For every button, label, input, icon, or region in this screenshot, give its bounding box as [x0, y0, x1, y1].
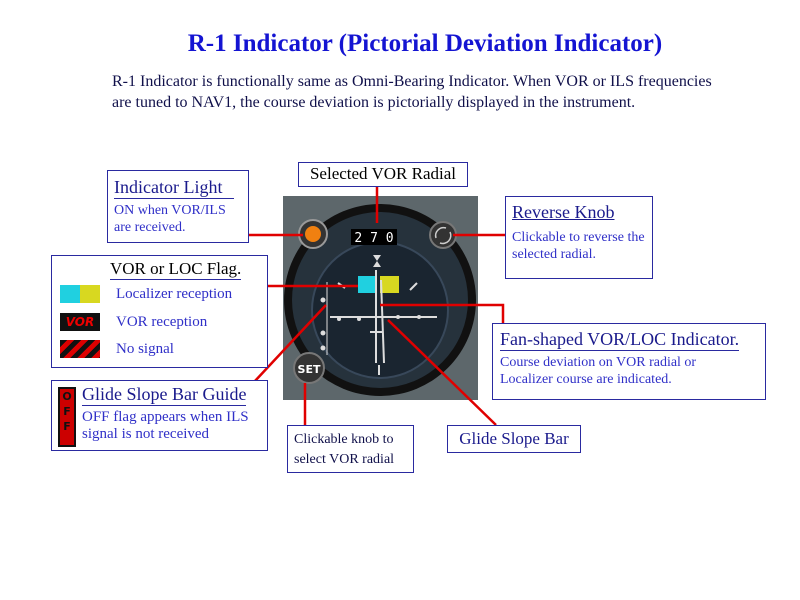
callout-indicator-light: Indicator Light ON when VOR/ILS are rece…	[107, 170, 249, 243]
intro-text: R-1 Indicator is functionally same as Om…	[112, 73, 712, 111]
reverse-arrow-icon	[434, 226, 452, 245]
to-from-icon	[373, 255, 381, 267]
callout-title: Glide Slope Bar	[459, 429, 569, 448]
callout-gs-guide: OFF Glide Slope Bar Guide OFF flag appea…	[51, 380, 268, 451]
callout-title: Glide Slope Bar Guide	[82, 384, 247, 406]
callout-fan-indicator: Fan-shaped VOR/LOC Indicator. Course dev…	[492, 323, 766, 400]
callout-title: Indicator Light	[114, 177, 234, 199]
set-knob[interactable]	[293, 352, 325, 384]
flag-item-vor: VOR VOR reception	[60, 313, 207, 331]
callout-flag: VOR or LOC Flag. Localizer reception VOR…	[51, 255, 268, 368]
callout-text: Clickable knob to select VOR radial	[294, 432, 395, 467]
loc-flag-yellow	[380, 276, 399, 293]
no-signal-flag-icon	[60, 340, 100, 358]
radial-readout-bg	[351, 229, 397, 245]
callout-title: Fan-shaped VOR/LOC Indicator.	[500, 329, 740, 351]
set-label: SET	[298, 363, 321, 376]
radial-readout: 2 7 0	[354, 231, 393, 246]
callout-reverse-knob: Reverse Knob Clickable to reverse the se…	[505, 196, 653, 279]
callout-selected-radial: Selected VOR Radial	[298, 162, 468, 187]
leader-lines	[248, 186, 505, 426]
off-flag-icon: OFF	[58, 387, 76, 447]
indicator-light-glow	[305, 226, 321, 242]
callout-text: Clickable to reverse the selected radial…	[512, 230, 645, 262]
vor-flag-icon: VOR	[60, 313, 100, 331]
page-title: R-1 Indicator (Pictorial Deviation Indic…	[187, 30, 663, 57]
callout-text: Course deviation on VOR radial or Locali…	[500, 355, 697, 387]
fan-needle	[380, 279, 385, 364]
callout-text: OFF flag appears when ILS signal is not …	[82, 409, 249, 442]
callout-set-knob: Clickable knob to select VOR radial	[287, 425, 414, 473]
callout-text: ON when VOR/ILS are received.	[114, 203, 226, 235]
callout-title: Reverse Knob	[512, 202, 615, 222]
flag-item-localizer: Localizer reception	[60, 285, 232, 303]
loc-flag-cyan	[358, 276, 377, 293]
callout-title: VOR or LOC Flag.	[110, 259, 242, 280]
flag-item-no-signal: No signal	[60, 340, 174, 358]
localizer-flag-icon	[60, 285, 100, 303]
callout-title: Selected VOR Radial	[309, 164, 457, 183]
callout-gs-bar: Glide Slope Bar	[447, 425, 581, 453]
